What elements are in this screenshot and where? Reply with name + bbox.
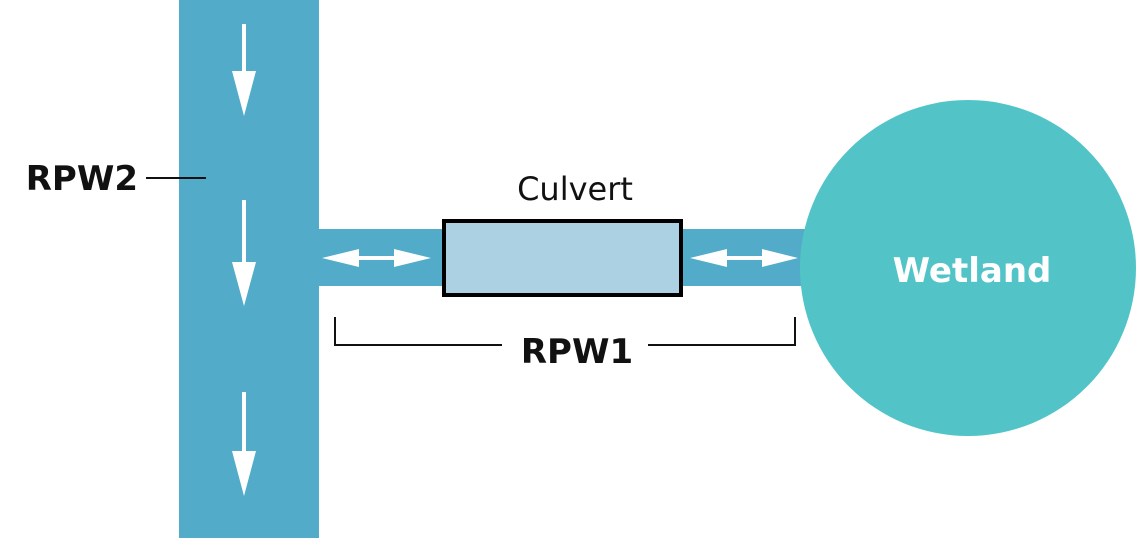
wetland-label: Wetland (893, 251, 1052, 291)
rpw1-label: RPW1 (521, 332, 633, 372)
culvert-box (442, 219, 683, 297)
downstream-arrow-icon (232, 24, 256, 116)
rpw1-bracket (334, 317, 796, 346)
bidirectional-arrow-icon (322, 249, 431, 267)
downstream-arrow-icon (232, 200, 256, 306)
bidirectional-arrow-icon (690, 249, 798, 267)
downstream-arrow-icon (232, 392, 256, 496)
culvert-label: Culvert (517, 170, 633, 208)
wetland-circle (800, 100, 1136, 436)
rpw2-label: RPW2 (26, 159, 138, 199)
